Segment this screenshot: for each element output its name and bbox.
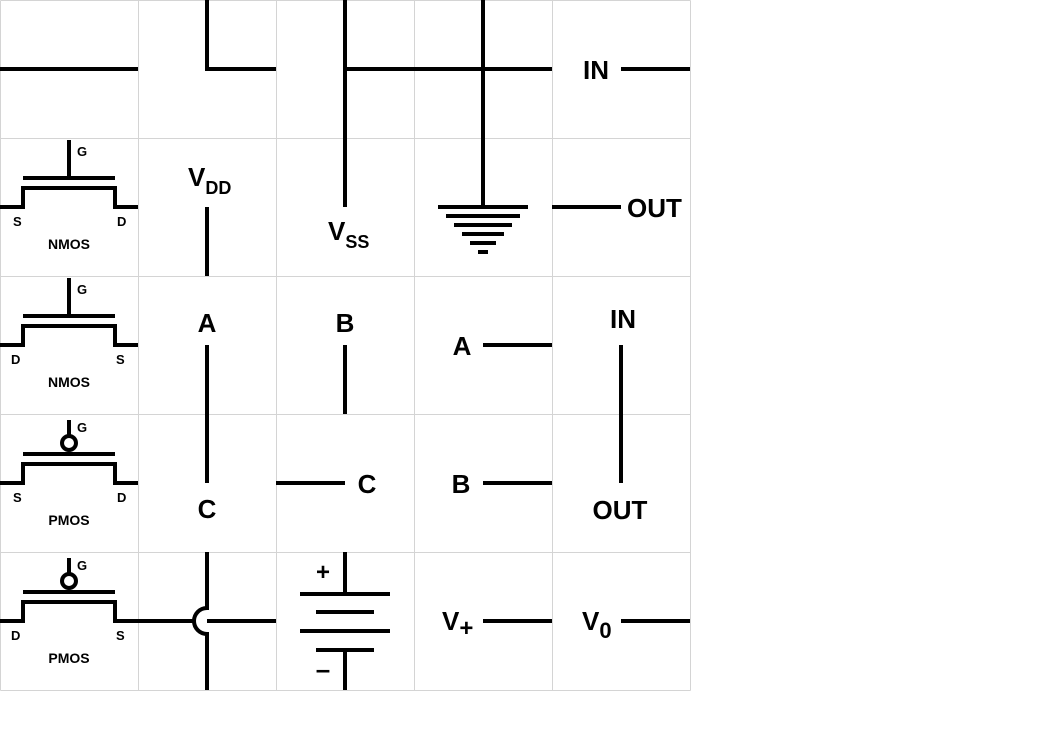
tile-v-plus[interactable]: V+ [442,606,552,642]
grid-lines [0,0,691,691]
gate-label: G [77,282,87,297]
tile-input-terminal[interactable]: IN [583,55,690,85]
a-label: A [453,331,472,361]
c-label: C [358,469,377,499]
source-label: S [116,628,125,643]
tile-pmos-source-drain[interactable]: G S D PMOS [0,420,138,528]
tile-nmos-drain-source[interactable]: G D S NMOS [0,278,138,390]
tile-label-b-horizontal[interactable]: B [452,469,552,499]
tile-ground[interactable] [438,138,528,254]
drain-label: D [11,352,20,367]
nmos-label: NMOS [48,374,90,390]
vdd-label: VDD [188,162,231,198]
out-label: OUT [593,495,648,525]
v-zero-label: V0 [582,606,612,643]
pmos-label: PMOS [48,650,89,666]
tile-pmos-drain-source[interactable]: G D S PMOS [0,558,138,666]
drain-label: D [117,214,126,229]
tile-label-a-horizontal[interactable]: A [453,331,552,361]
pmos-bubble-icon [60,572,78,590]
in-label: IN [583,55,609,85]
tile-wire-corner[interactable] [205,0,276,71]
pmos-label: PMOS [48,512,89,528]
v-plus-subscript: + [459,615,473,642]
battery-plus-label: + [316,559,330,586]
battery-minus-label: – [316,654,330,684]
drain-label: D [11,628,20,643]
drain-label: D [117,490,126,505]
out-label: OUT [627,193,682,223]
tile-nmos-source-drain[interactable]: G S D NMOS [0,140,138,252]
tile-vdd-rail[interactable]: VDD [188,162,231,276]
v-zero-subscript: 0 [599,618,611,643]
b-label: B [452,469,471,499]
tile-output-terminal[interactable]: OUT [552,193,682,223]
vss-subscript: SS [345,232,369,252]
tile-wire-tee[interactable] [343,0,414,138]
tile-vss-rail[interactable]: VSS [328,138,369,252]
tile-label-a-vertical[interactable]: A [198,308,217,414]
tile-wire-crossover[interactable] [138,552,276,690]
tile-wire-cross[interactable] [414,0,552,138]
b-label: B [336,308,355,338]
c-label: C [198,494,217,524]
tile-label-b-vertical[interactable]: B [336,308,355,414]
nmos-label: NMOS [48,236,90,252]
source-label: S [13,214,22,229]
tile-v-zero[interactable]: V0 [582,606,690,643]
a-label: A [198,308,217,338]
tile-label-c-vertical[interactable]: C [198,414,217,524]
source-label: S [116,352,125,367]
gate-label: G [77,420,87,435]
gate-label: G [77,558,87,573]
tile-in-out-vertical-top[interactable]: IN [610,304,636,414]
vss-label: VSS [328,216,369,252]
tile-in-out-vertical-bottom[interactable]: OUT [593,414,648,525]
tile-battery[interactable]: + – [300,552,390,690]
vdd-subscript: DD [205,178,231,198]
pmos-bubble-icon [60,434,78,452]
v-plus-label: V+ [442,606,473,642]
source-label: S [13,490,22,505]
gate-label: G [77,144,87,159]
in-label: IN [610,304,636,334]
tile-label-c-horizontal[interactable]: C [276,469,377,499]
